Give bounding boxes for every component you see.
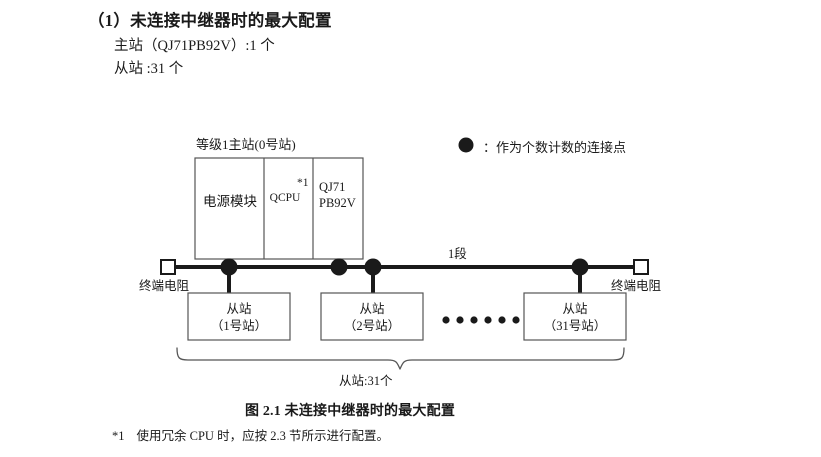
slave-1-station: （1号站）	[210, 318, 268, 333]
spec-line-slave: 从站 :31 个	[114, 60, 184, 77]
rack-outline	[194, 157, 364, 260]
footnote-mark: *1	[112, 429, 125, 443]
connection-dot-master	[330, 258, 348, 276]
legend-dot-icon	[458, 137, 474, 153]
rack-cell-network-line1: QJ71	[319, 180, 346, 194]
slave-1-name: 从站	[226, 302, 252, 316]
terminator-left-icon	[160, 259, 176, 275]
rack-caption: 等级1主站(0号站)	[196, 137, 296, 152]
footnote: *1 使用冗余 CPU 时，应按 2.3 节所示进行配置。	[112, 425, 389, 444]
connection-dot-slave-3	[571, 258, 589, 276]
slave-1-label: 从站 （1号站）	[188, 301, 290, 335]
slave-3-label: 从站 （31号站）	[524, 301, 626, 335]
slave-box-2	[320, 292, 424, 341]
master-rack	[194, 157, 364, 260]
rack-cell-power-label: 电源模块	[203, 194, 257, 209]
slave-2-label: 从站 （2号站）	[321, 301, 423, 335]
rack-cell-network-line2: PB92V	[319, 195, 356, 210]
terminator-right-icon	[633, 259, 649, 275]
rack-cell-cpu-footnote-mark: *1	[297, 177, 309, 189]
slave-2-name: 从站	[359, 302, 385, 316]
connection-dot-slave-2	[364, 258, 382, 276]
page-title: （1）未连接中继器时的最大配置	[88, 11, 332, 30]
rack-cell-cpu-label: QCPU	[269, 192, 301, 204]
slave-group-brace	[176, 347, 625, 370]
slave-3-name: 从站	[562, 302, 588, 316]
terminator-left-label: 终端电阻	[139, 279, 190, 293]
segment-label: 1段	[448, 247, 467, 261]
footnote-text: 使用冗余 CPU 时，应按 2.3 节所示进行配置。	[136, 429, 389, 443]
slave-box-3	[523, 292, 627, 341]
spec-line-master: 主站（QJ71PB92V）:1 个	[114, 38, 275, 55]
slave-3-station: （31号站）	[543, 318, 607, 333]
figure-caption: 图 2.1 未连接中继器时的最大配置	[244, 404, 456, 419]
slave-box-1	[187, 292, 291, 341]
heading-block: （1）未连接中继器时的最大配置 主站（QJ71PB92V）:1 个 从站 :31…	[88, 10, 688, 80]
ellipsis-dots	[442, 316, 520, 324]
rack-cell-network-label: QJ71 PB92V	[319, 180, 356, 211]
terminator-right-label: 终端电阻	[611, 279, 662, 293]
legend-label: ：作为个数计数的连接点	[483, 140, 627, 155]
connection-dot-slave-1	[220, 258, 238, 276]
slave-group-label: 从站:31个	[339, 374, 393, 388]
slave-2-station: （2号站）	[343, 318, 401, 333]
